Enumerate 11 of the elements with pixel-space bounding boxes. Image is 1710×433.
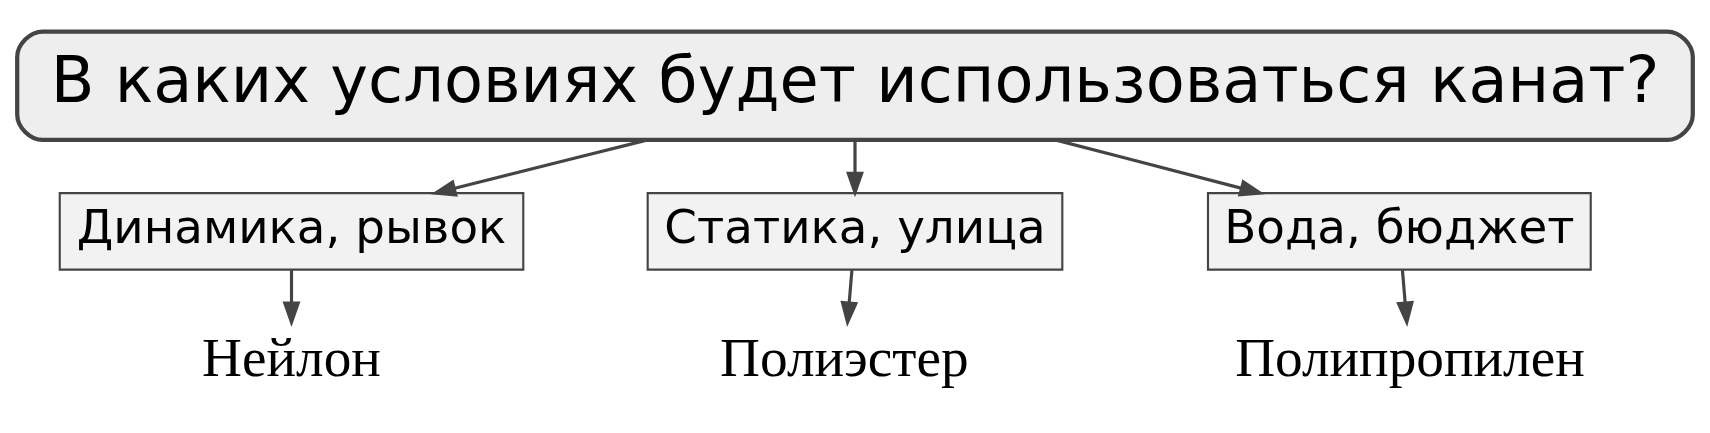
arrow	[282, 270, 301, 328]
node-box: В каких условиях будет использоваться канат?	[15, 29, 1695, 143]
node-box: Динамика, рывок	[58, 192, 525, 271]
node-text: Нейлон	[202, 326, 381, 388]
arrow	[1396, 269, 1414, 327]
node-box: Вода, бюджет	[1206, 192, 1592, 271]
node-box: Статика, улица	[646, 192, 1064, 271]
node-text: Полиэстер	[720, 326, 969, 388]
arrow	[846, 140, 864, 198]
arrow	[840, 269, 859, 327]
node-text: Полипропилен	[1235, 326, 1585, 388]
